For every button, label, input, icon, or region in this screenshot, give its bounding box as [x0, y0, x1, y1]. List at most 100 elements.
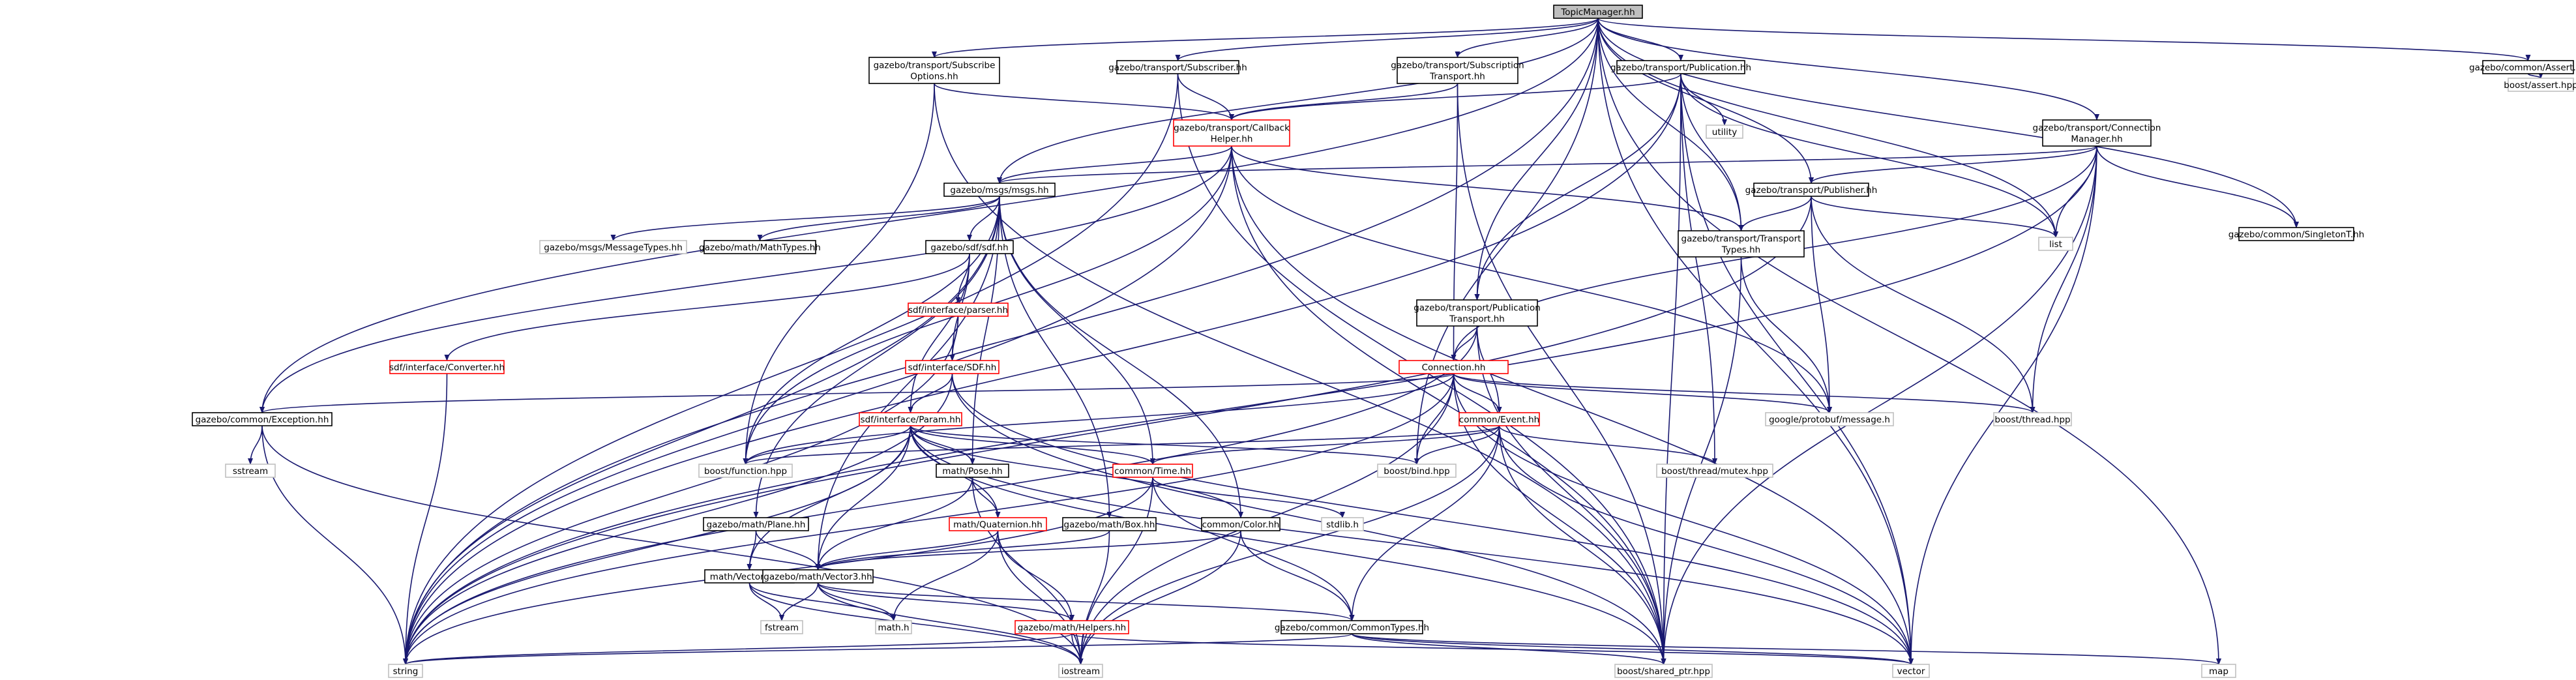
edge-box-to-vector3: [815, 530, 1110, 570]
edge-event-to-iostream: [1078, 425, 1500, 665]
edge-root-to-transtypes: [1597, 18, 1744, 231]
node-label: list: [2049, 239, 2062, 250]
node-helpers[interactable]: gazebo/math/Helpers.hh: [1014, 620, 1129, 634]
node-commontypes[interactable]: gazebo/common/CommonTypes.hh: [1275, 620, 1429, 634]
node-fstream: fstream: [760, 620, 803, 634]
edge-root-to-publication: [1597, 18, 1683, 61]
node-subscriber[interactable]: gazebo/transport/Subscriber.hh: [1108, 60, 1247, 74]
node-label: Transport.hh: [1449, 314, 1505, 325]
edge-event-to-commontypes: [1349, 425, 1500, 621]
node-plane[interactable]: gazebo/math/Plane.hh: [703, 517, 809, 531]
node-box: [1377, 464, 1457, 478]
node-label: gazebo/common/Assert.hh: [2469, 63, 2576, 73]
node-box: [949, 517, 1047, 531]
node-mathtypes[interactable]: gazebo/math/MathTypes.hh: [699, 240, 821, 254]
edge-connection-to-boostthread: [1453, 373, 2036, 413]
node-label: gazebo/transport/Subscriber.hh: [1108, 63, 1247, 73]
node-time[interactable]: common/Time.hh: [1112, 464, 1193, 478]
edge-root-to-subopts: [932, 18, 1599, 58]
node-converter[interactable]: sdf/interface/Converter.hh: [389, 360, 505, 374]
node-root[interactable]: TopicManager.hh: [1553, 5, 1643, 19]
node-label: fstream: [765, 623, 799, 633]
node-box: [2201, 664, 2236, 678]
node-param[interactable]: sdf/interface/Param.hh: [859, 412, 962, 426]
node-box[interactable]: gazebo/math/Box.hh: [1062, 517, 1157, 531]
node-msgtypes: gazebo/msgs/MessageTypes.hh: [539, 240, 687, 254]
edge-connmgr-to-singleton: [2096, 145, 2299, 228]
node-label: gazebo/transport/Publication: [1414, 303, 1541, 314]
node-box: [2042, 119, 2152, 147]
node-box: [1397, 57, 1518, 84]
node-label: gazebo/common/CommonTypes.hh: [1275, 623, 1429, 633]
node-event[interactable]: common/Event.hh: [1458, 412, 1540, 426]
node-singleton[interactable]: gazebo/common/SingletonT.hh: [2228, 227, 2365, 241]
edge-time-to-commontypes: [1152, 477, 1355, 621]
edge-commontypes-to-vector: [1351, 633, 1914, 665]
edge-root-to-list: [1597, 18, 2058, 238]
node-pose[interactable]: math/Pose.hh: [936, 464, 1009, 478]
edge-exception-to-string: [261, 425, 408, 665]
node-box: [1678, 230, 1805, 258]
node-box: [1656, 464, 1773, 478]
edge-callback-to-transtypes: [1231, 145, 1744, 231]
edge-root-to-subtrans: [1455, 18, 1599, 58]
node-publication[interactable]: gazebo/transport/Publication.hh: [1610, 60, 1751, 74]
node-label: map: [2209, 666, 2228, 677]
node-stdlib: stdlib.h: [1321, 517, 1364, 531]
node-color[interactable]: common/Color.hh: [1201, 517, 1281, 531]
node-quaternion[interactable]: math/Quaternion.hh: [949, 517, 1047, 531]
node-label: gazebo/transport/Transport: [1681, 234, 1801, 244]
node-box: [1416, 299, 1538, 327]
node-label: sdf/interface/Param.hh: [861, 415, 961, 425]
node-box: [905, 360, 999, 374]
node-list: list: [2038, 237, 2073, 251]
node-msgs[interactable]: gazebo/msgs/msgs.hh: [943, 183, 1056, 197]
node-label: boost/function.hpp: [704, 466, 787, 477]
node-exception[interactable]: gazebo/common/Exception.hh: [192, 412, 333, 426]
node-label: gazebo/common/SingletonT.hh: [2228, 229, 2365, 240]
edge-event-to-boostfunction: [743, 425, 1500, 465]
node-publisher[interactable]: gazebo/transport/Publisher.hh: [1745, 183, 1878, 197]
node-box: [925, 240, 1014, 254]
edge-sdfh-to-sharedptr: [951, 373, 1666, 665]
edge-msgs-to-string: [403, 196, 1000, 665]
node-label: gazebo/transport/Subscription: [1391, 61, 1524, 71]
node-box: [1753, 183, 1869, 197]
node-subtrans[interactable]: gazebo/transport/SubscriptionTransport.h…: [1391, 57, 1524, 84]
node-parser[interactable]: sdf/interface/parser.hh: [908, 303, 1009, 317]
edge-publication-to-string: [403, 73, 1681, 665]
edge-helpers-to-iostream: [1071, 633, 1084, 665]
edge-callback-to-vector: [1231, 145, 1914, 665]
node-vector3[interactable]: gazebo/math/Vector3.hh: [762, 569, 874, 584]
node-label: boost/shared_ptr.hpp: [1617, 666, 1710, 677]
node-sdfsdf[interactable]: gazebo/sdf/sdf.hh: [925, 240, 1014, 254]
node-connection[interactable]: Connection.hh: [1399, 360, 1509, 374]
edge-event-to-vector: [1498, 425, 1914, 665]
node-box: [762, 569, 874, 584]
edge-root-to-exception: [259, 18, 1599, 413]
node-sdfh[interactable]: sdf/interface/SDF.hh: [905, 360, 999, 374]
edge-pose-to-quaternion: [971, 477, 1001, 518]
node-box: [539, 240, 687, 254]
edge-connection-to-vector: [1453, 373, 1914, 665]
node-boostthread: boost/thread.hpp: [1993, 412, 2072, 426]
node-box: [875, 620, 912, 634]
edge-quaternion-to-iostream: [997, 530, 1084, 665]
edge-root-to-subscriber: [1175, 18, 1599, 61]
edge-connmgr-to-string: [403, 145, 2097, 665]
edge-msgs-to-vector3: [815, 196, 1000, 570]
edge-transtypes-to-sharedptr: [1661, 256, 1742, 665]
node-label: Helper.hh: [1211, 134, 1253, 145]
node-utility: utility: [1706, 125, 1743, 139]
edge-subtrans-to-callback: [1229, 83, 1458, 121]
edge-color-to-vector3: [815, 530, 1241, 570]
edge-callback-to-msgs: [997, 145, 1232, 184]
node-assert[interactable]: gazebo/common/Assert.hh: [2469, 60, 2576, 74]
node-mathh: math.h: [875, 620, 912, 634]
edge-msgs-to-mathtypes: [757, 196, 1000, 241]
